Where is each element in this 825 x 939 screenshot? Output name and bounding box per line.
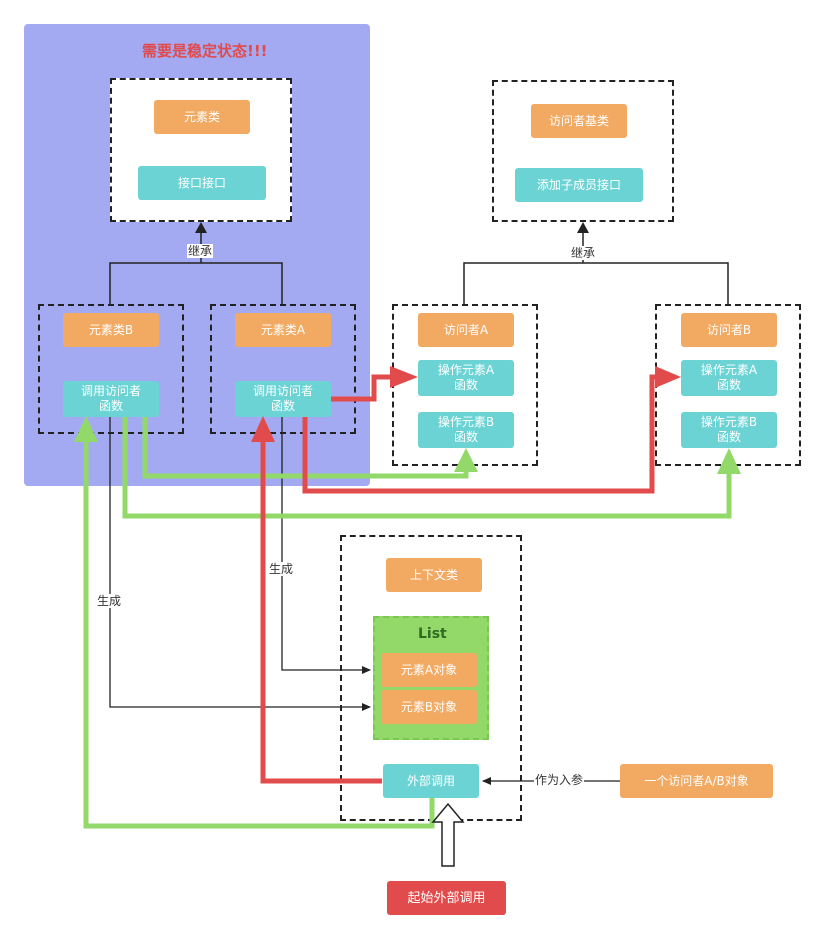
visitor-b-op-b: 操作元素B 函数 xyxy=(681,412,777,448)
generate-line-b xyxy=(109,417,371,711)
red-a-to-visitor-a xyxy=(331,366,418,402)
start-call-box: 起始外部调用 xyxy=(387,881,506,915)
external-call-box: 外部调用 xyxy=(383,764,479,798)
visitor-b-title: 访问者B xyxy=(681,313,777,347)
green-b-to-visitor-b xyxy=(122,417,741,519)
green-b-to-visitor-a xyxy=(142,417,478,479)
inherit-left-label: 继承 xyxy=(187,244,214,258)
element-base-method: 接口接口 xyxy=(138,166,266,200)
start-hollow-arrow xyxy=(431,802,465,867)
red-a-to-visitor-b xyxy=(302,366,681,494)
element-base-title: 元素类 xyxy=(154,100,250,134)
visitor-base-title: 访问者基类 xyxy=(531,104,627,138)
list-item-b: 元素B对象 xyxy=(381,690,477,724)
list-title: List xyxy=(418,626,447,642)
element-b-container xyxy=(38,304,184,434)
list-item-a: 元素A对象 xyxy=(381,653,477,687)
visitor-object-box: 一个访问者A/B对象 xyxy=(620,764,773,798)
visitor-a-title: 访问者A xyxy=(418,313,514,347)
inherit-right-lines xyxy=(463,222,729,304)
visitor-a-op-a: 操作元素A 函数 xyxy=(418,360,514,396)
generate-b-label: 生成 xyxy=(96,594,123,608)
element-b-method: 调用访问者 函数 xyxy=(63,381,159,417)
visitor-b-op-a: 操作元素A 函数 xyxy=(681,360,777,396)
inherit-right-label: 继承 xyxy=(570,246,597,260)
element-b-title: 元素类B xyxy=(63,313,159,347)
context-title: 上下文类 xyxy=(386,558,482,592)
green-call-path xyxy=(74,416,435,829)
visitor-a-op-b: 操作元素B 函数 xyxy=(418,412,514,448)
visitor-base-method: 添加子成员接口 xyxy=(515,168,643,202)
generate-a-label: 生成 xyxy=(268,562,295,576)
stable-note: 需要是稳定状态!!! xyxy=(142,42,268,60)
element-a-method: 调用访问者 函数 xyxy=(235,381,331,417)
inherit-left-lines xyxy=(109,222,283,304)
element-a-container xyxy=(210,304,356,434)
as-param-label: 作为入参 xyxy=(534,773,585,787)
red-call-path xyxy=(251,416,382,784)
element-a-title: 元素类A xyxy=(235,313,331,347)
generate-line-a xyxy=(281,417,371,674)
